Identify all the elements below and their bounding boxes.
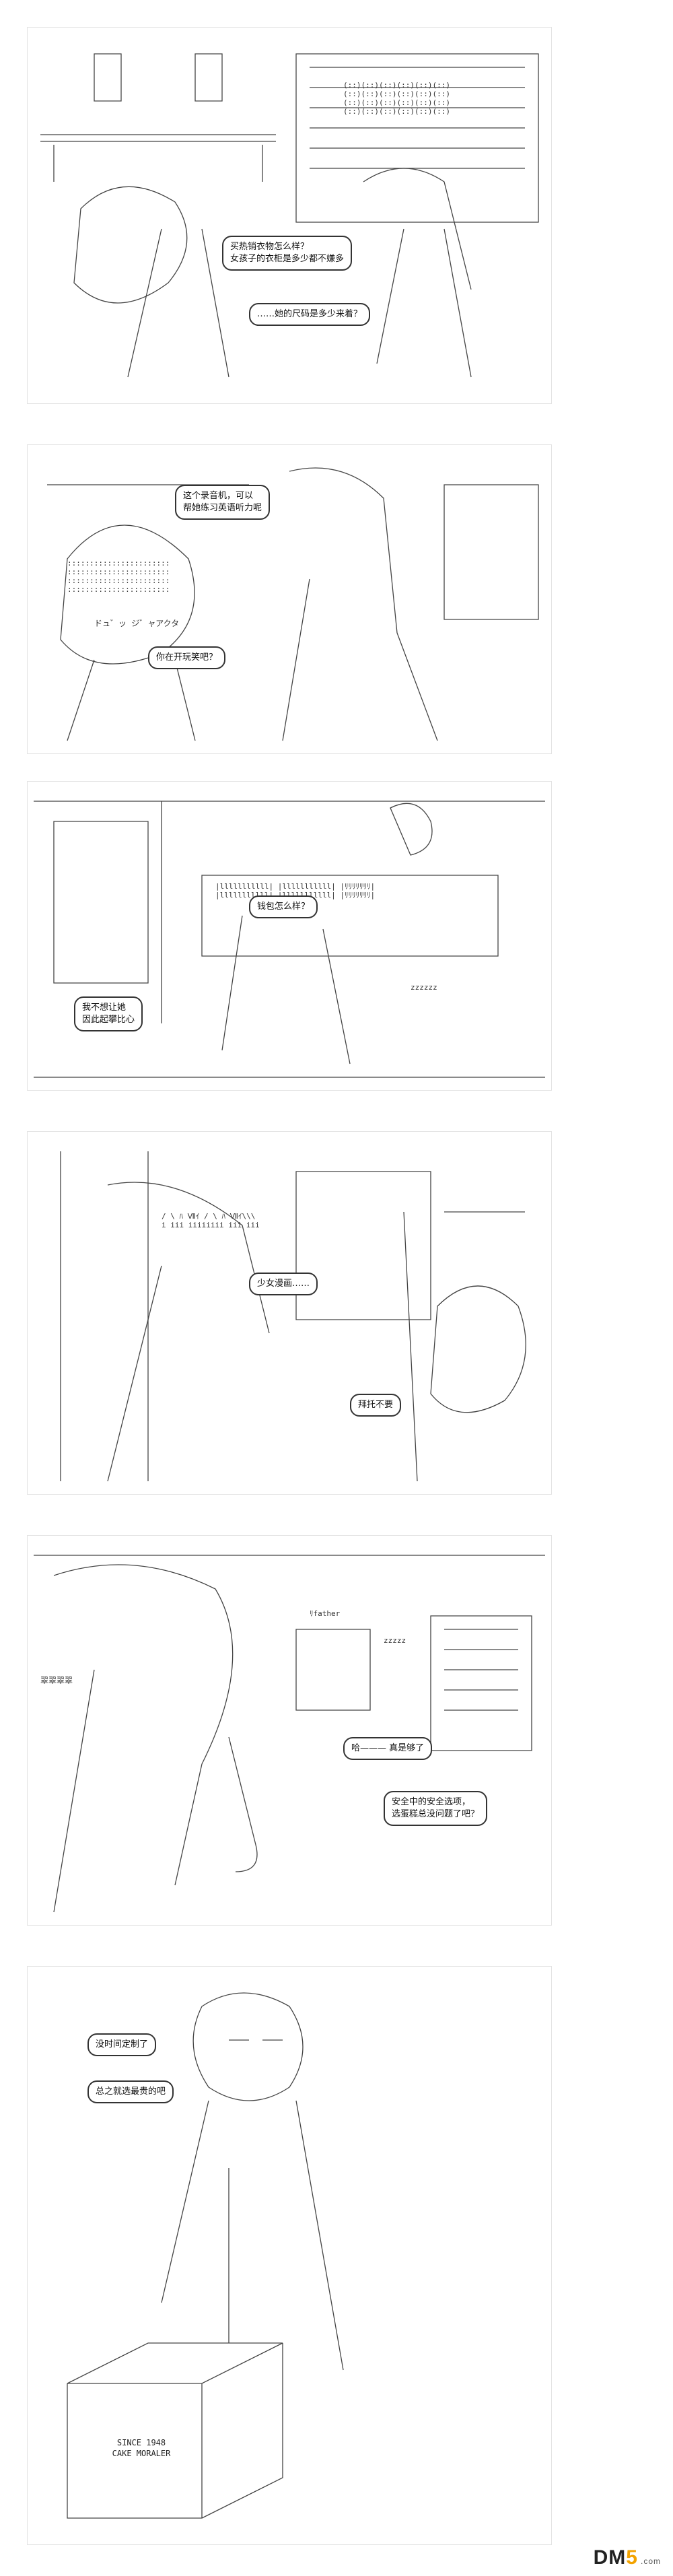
comic-panel-6: 没时间定制了 总之就选最贵的吧 SINCE 1948 CAKE MORALER [27,1966,552,2545]
speech-bubble: 哈——— 真是够了 [343,1737,433,1760]
speech-bubble: 安全中的安全选项， 选蛋糕总没问题了吧？ [384,1791,488,1826]
panel-2-ascii-art: ::::::::::::::::::::::: ::::::::::::::::… [67,559,170,594]
cake-box-label: SINCE 1948 CAKE MORALER [112,2438,171,2458]
panel-3-art [34,801,545,1078]
panel-1-art [40,53,539,378]
panel-2-art [47,467,539,741]
speech-bubble: 拜托不要 [350,1394,402,1417]
comic-panel-5: 翠翠翠翠 ﾘfather zzzzz 哈——— 真是够了 安全中的安全选项， 选… [27,1535,552,1926]
sound-effect: 翠翠翠翠 [40,1676,73,1685]
site-watermark: DM5.com [593,2546,661,2569]
panel-1-ascii-art: (::)(::)(::)(::)(::)(::) (::)(::)(::)(::… [343,81,450,116]
panel-3-ascii-art: |lllllllllll| |lllllllllll| |ﾘﾘﾘﾘﾘﾘﾘ| |l… [215,882,376,900]
speech-bubble: 总之就选最贵的吧 [87,2080,174,2103]
speech-bubble: 这个录音机，可以 帮她练习英语听力呢 [175,485,271,520]
speech-bubble: ……她的尺码是多少来着？ [249,303,371,326]
sound-effect: ドュ゛ッ ジ゛ャアクタ [94,619,180,628]
panel-4-art [60,1151,526,1482]
speech-bubble: 没时间定制了 [87,2033,157,2056]
speech-bubble: 我不想让她 因此起攀比心 [74,996,143,1031]
panel-4-ascii-art: / \ ﾊ Ⅶｲ / \ ﾊ Ⅶｲ\\\ i iii iiiiiiii iii … [162,1212,260,1229]
comic-panel-1: (::)(::)(::)(::)(::)(::) (::)(::)(::)(::… [27,27,552,404]
panel-5-art [34,1555,545,1913]
comic-panel-2: ::::::::::::::::::::::: ::::::::::::::::… [27,444,552,754]
sound-effect: ﾘfather [310,1609,341,1618]
comic-panel-3: |lllllllllll| |lllllllllll| |ﾘﾘﾘﾘﾘﾘﾘ| |l… [27,781,552,1091]
comic-panel-4: / \ ﾊ Ⅶｲ / \ ﾊ Ⅶｲ\\\ i iii iiiiiiii iii … [27,1131,552,1495]
panel-6-art [67,1992,344,2519]
sound-effect: zzzzz [384,1636,406,1645]
speech-bubble: 你在开玩笑吧？ [148,646,226,669]
speech-bubble: 少女漫画…… [249,1273,318,1295]
speech-bubble: 买热销衣物怎么样？ 女孩子的衣柜是多少都不嫌多 [222,236,353,271]
sound-effect: zzzzzz [411,983,437,992]
speech-bubble: 钱包怎么样？ [249,895,318,918]
